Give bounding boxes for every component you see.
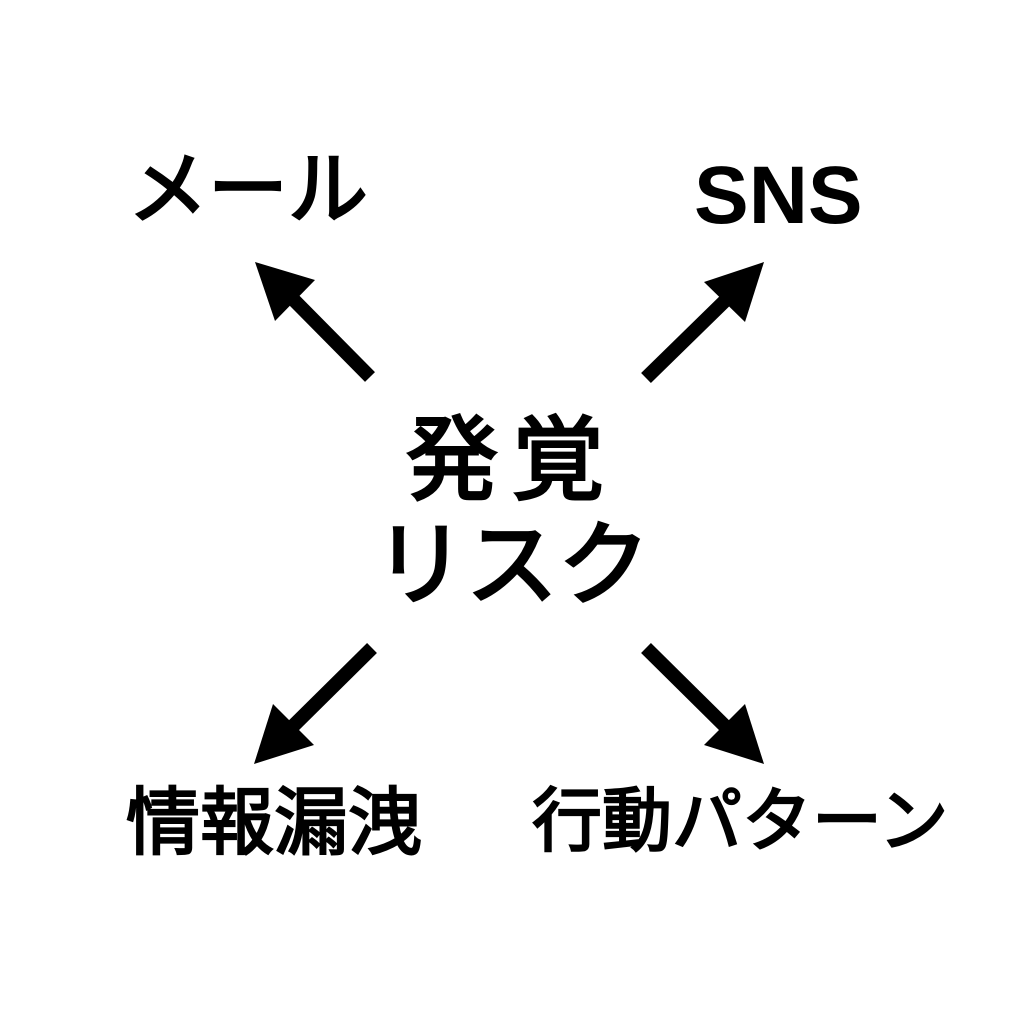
node-label-behavior-pattern: 行動パターン — [532, 780, 949, 862]
node-label-mail: メール — [128, 143, 368, 236]
node-label-sns: SNS — [694, 150, 863, 241]
arrow-to-top-right — [641, 262, 764, 384]
arrow-to-bottom-left — [254, 643, 377, 764]
center-label-line2: リスク — [373, 512, 650, 619]
center-label-line1: 発覚 — [405, 407, 618, 514]
arrow-to-bottom-right — [641, 643, 764, 764]
node-label-information-leak: 情報漏洩 — [126, 780, 422, 866]
arrow-to-top-left — [255, 262, 375, 382]
center-node: 発覚 リスク — [362, 412, 662, 622]
